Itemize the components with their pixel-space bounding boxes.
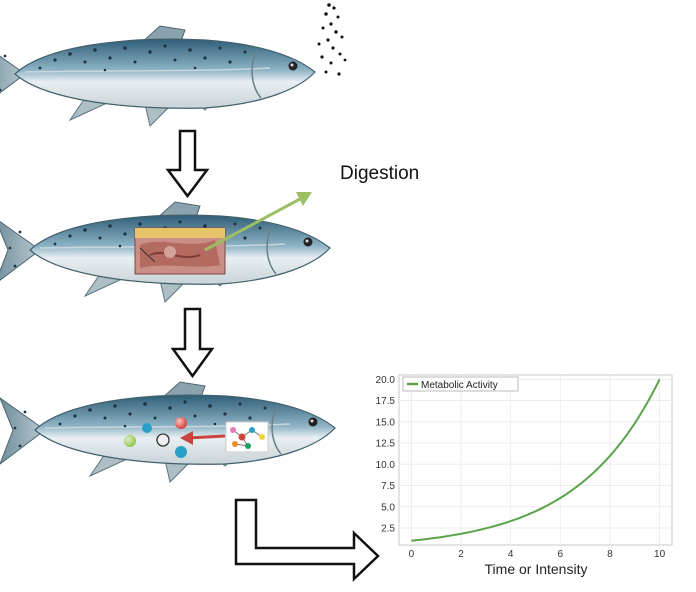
down-arrow-1 [165,129,210,199]
digestion-arrow [204,192,312,252]
x-tick-label: 4 [508,549,514,560]
y-tick-label: 7.5 [381,481,395,492]
chart-grid [399,375,672,545]
x-tick-label: 10 [654,549,666,560]
y-tick-label: 10.0 [376,460,396,471]
transport-arrow [180,431,226,445]
chart-plot-area [398,374,673,546]
y-tick-label: 15.0 [376,417,396,428]
chart-x-ticks: 0 2 4 6 8 10 [409,549,666,560]
x-tick-label: 8 [607,549,613,560]
series-line-metabolic-activity [411,378,661,542]
l-shaped-arrow [234,498,380,582]
y-tick-label: 17.5 [376,396,396,407]
food-particles-icon [317,3,347,76]
x-axis-label: Time or Intensity [485,561,588,577]
fish-bottom [0,381,336,483]
x-tick-label: 2 [458,549,464,560]
y-tick-label: 12.5 [376,439,396,450]
x-tick-label: 0 [409,549,415,560]
chart-y-ticks: 2.5 5.0 7.5 10.0 12.5 15.0 17.5 20.0 [376,375,396,535]
legend-label: Metabolic Activity [421,380,498,391]
digestion-label: Digestion [340,163,420,184]
down-arrow-2 [170,307,215,379]
y-tick-label: 5.0 [381,502,395,513]
nutrient-molecules [124,417,187,458]
molecule-icon [225,421,269,453]
digestive-organs-icon [134,227,226,275]
y-tick-label: 20.0 [376,375,396,386]
fish-top [0,25,316,127]
y-tick-label: 2.5 [381,524,395,535]
metabolic-chart: 2.5 5.0 7.5 10.0 12.5 15.0 17.5 20.0 0 2 4 6 8 10 Me… [376,374,673,577]
x-tick-label: 6 [558,549,564,560]
chart-legend: Metabolic Activity [402,376,519,392]
